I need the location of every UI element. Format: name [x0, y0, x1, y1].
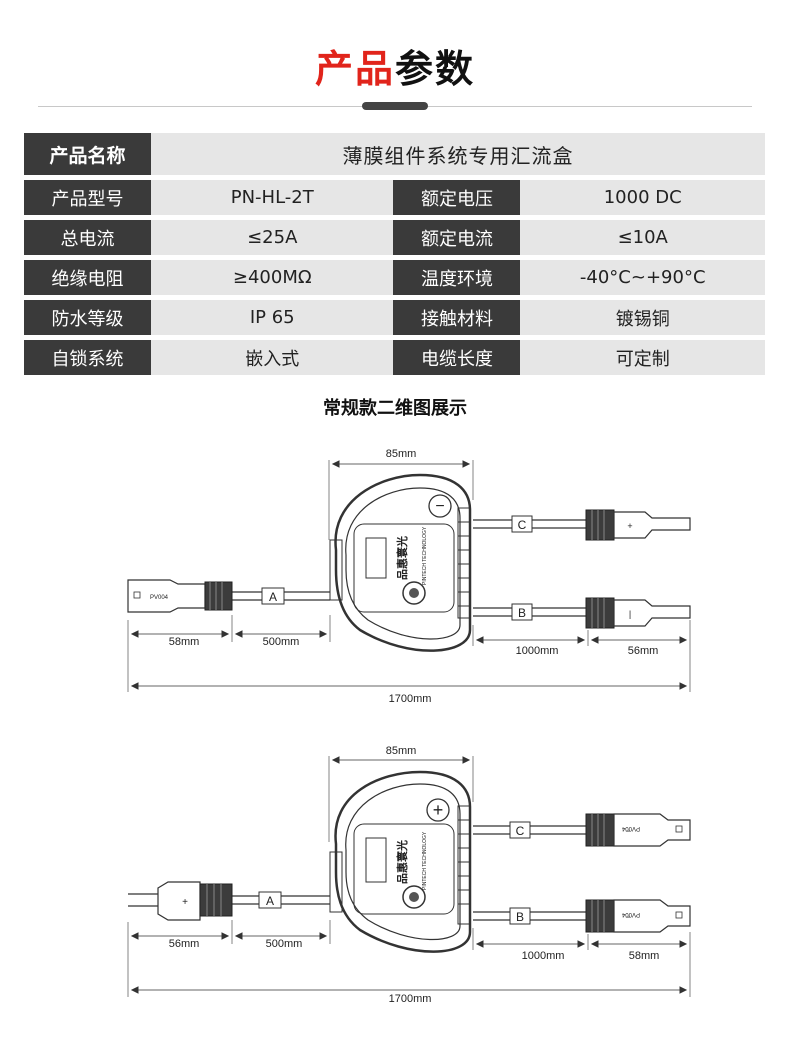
connector-model-label-b: PV004 [621, 911, 640, 917]
dim-box-width: 85mm [386, 448, 417, 460]
spec-value: 嵌入式 [151, 340, 394, 375]
connector-sign-b: − [625, 912, 630, 922]
dim-box-width: 85mm [386, 745, 417, 757]
spec-label: 接触材料 [393, 300, 521, 335]
connector-sign-b: | [629, 609, 631, 619]
spec-value: 镀锡铜 [520, 300, 765, 335]
spec-row: 自锁系统 嵌入式 电缆长度 可定制 [24, 340, 765, 375]
page-title-red: 产品 [314, 47, 395, 91]
dim-input-cable: 500mm [263, 636, 300, 648]
connector-sign-input: + [182, 897, 188, 908]
connector-model-label: PV004 [150, 595, 169, 601]
brand-logo-text: 品惠寰光 [395, 840, 409, 884]
spec-value: 可定制 [520, 340, 765, 375]
page-title-black: 参数 [395, 47, 476, 91]
negative-polarity-icon: − [435, 498, 444, 515]
spec-label: 产品名称 [24, 133, 152, 175]
spec-value: ≥400MΩ [151, 260, 394, 295]
diagram-positive: 85mm + 品惠寰光 PINTECH TECHNOLOGY + PV004 P… [127, 745, 691, 1005]
cable-tag-c: C [518, 518, 527, 532]
spec-value: 1000 DC [520, 180, 765, 215]
spec-value: ≤25A [151, 220, 394, 255]
spec-row: 产品型号 PN-HL-2T 额定电压 1000 DC [24, 180, 765, 215]
spec-row: 总电流 ≤25A 额定电流 ≤10A [24, 220, 765, 255]
brand-logo-sub: PINTECH TECHNOLOGY [422, 526, 428, 585]
spec-label: 自锁系统 [24, 340, 152, 375]
spec-label: 防水等级 [24, 300, 152, 335]
cable-tag-a: A [269, 590, 277, 604]
spec-value: -40°C~+90°C [520, 260, 765, 295]
dim-output-cable: 1000mm [522, 950, 565, 962]
spec-label: 温度环境 [393, 260, 521, 295]
dim-input-connector: 56mm [169, 938, 200, 950]
positive-polarity-icon: + [433, 800, 444, 820]
spec-label: 额定电压 [393, 180, 521, 215]
spec-label: 产品型号 [24, 180, 152, 215]
connector-sign-c: − [625, 826, 630, 836]
dim-total: 1700mm [389, 693, 432, 705]
cable-tag-b: B [516, 910, 524, 924]
dim-input-connector: 58mm [169, 636, 200, 648]
dim-input-cable: 500mm [266, 938, 303, 950]
brand-logo-sub: PINTECH TECHNOLOGY [422, 831, 428, 890]
cable-tag-b: B [518, 606, 526, 620]
connector-sign-c: + [627, 521, 632, 531]
spec-label: 绝缘电阻 [24, 260, 152, 295]
diagram-negative: 85mm − 品惠寰光 PINTECH TECHNOLOGY PV004 A C… [127, 448, 691, 705]
connector-model-label-c: PV004 [621, 825, 640, 831]
cable-tag-c: C [516, 824, 525, 838]
dim-output-connector: 56mm [628, 645, 659, 657]
brand-logo-text: 品惠寰光 [395, 536, 409, 580]
dim-total: 1700mm [389, 993, 432, 1005]
spec-label: 电缆长度 [393, 340, 521, 375]
spec-row: 绝缘电阻 ≥400MΩ 温度环境 -40°C~+90°C [24, 260, 765, 295]
drawing-section-title: 常规款二维图展示 [323, 398, 467, 419]
title-divider-accent [362, 102, 428, 110]
spec-label: 总电流 [24, 220, 152, 255]
spec-value: PN-HL-2T [151, 180, 394, 215]
spec-row: 防水等级 IP 65 接触材料 镀锡铜 [24, 300, 765, 335]
spec-value: 薄膜组件系统专用汇流盒 [151, 133, 765, 175]
spec-label: 额定电流 [393, 220, 521, 255]
spec-value: IP 65 [151, 300, 394, 335]
dim-output-cable: 1000mm [516, 645, 559, 657]
spec-row-product-name: 产品名称 薄膜组件系统专用汇流盒 [24, 133, 765, 175]
page-title: 产品参数 [0, 38, 790, 93]
spec-value: ≤10A [520, 220, 765, 255]
dim-output-connector: 58mm [629, 950, 660, 962]
cable-tag-a: A [266, 894, 274, 908]
spec-table: 产品名称 薄膜组件系统专用汇流盒 产品型号 PN-HL-2T 额定电压 1000… [24, 128, 765, 380]
